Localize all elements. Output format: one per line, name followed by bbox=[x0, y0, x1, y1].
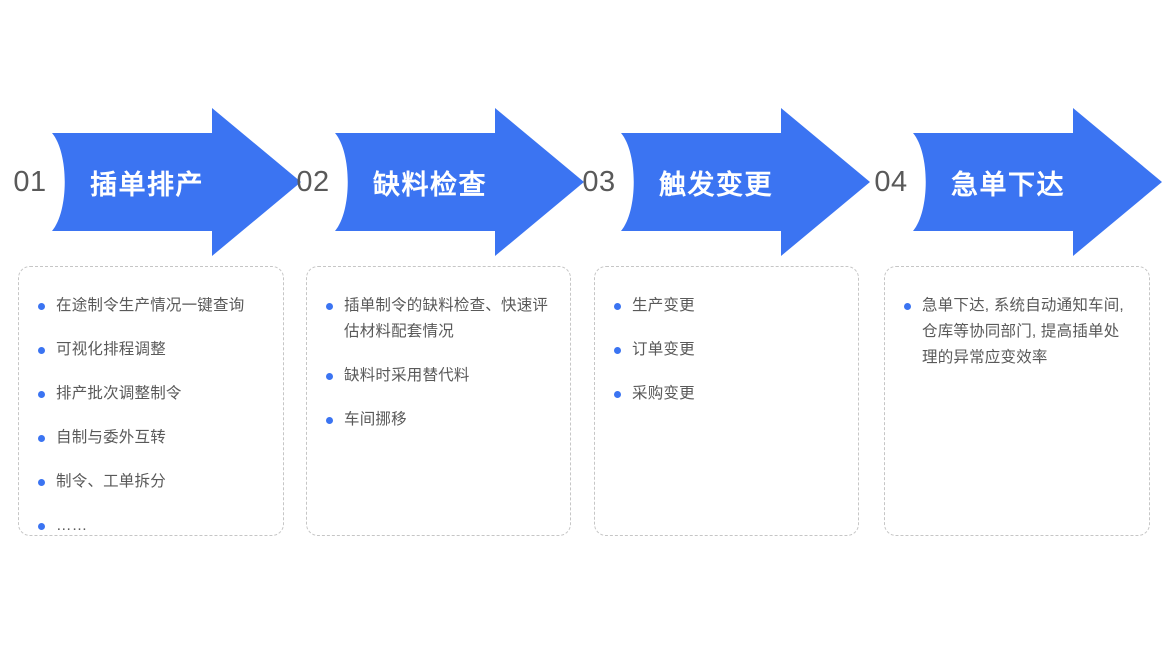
arrow-right-icon bbox=[335, 108, 584, 256]
detail-card-3: 生产变更 订单变更 采购变更 bbox=[594, 266, 859, 536]
bullet-dot-icon bbox=[38, 303, 45, 310]
bullet-dot-icon bbox=[904, 303, 911, 310]
arrow-right-icon bbox=[52, 108, 301, 256]
bullet-text: 自制与委外互转 bbox=[56, 429, 166, 446]
bullet-text: 缺料时采用替代料 bbox=[344, 367, 470, 384]
step-2[interactable]: 02 缺料检查 bbox=[291, 108, 584, 256]
step-arrow-1: 插单排产 bbox=[52, 108, 301, 256]
bullet-list-1: 在途制令生产情况一键查询 可视化排程调整 排产批次调整制令 自制与委外互转 制令… bbox=[35, 293, 267, 539]
list-item: 生产变更 bbox=[611, 293, 842, 319]
bullet-dot-icon bbox=[326, 303, 333, 310]
bullet-dot-icon bbox=[326, 417, 333, 424]
step-number-4: 04 bbox=[874, 165, 908, 198]
bullet-dot-icon bbox=[38, 479, 45, 486]
bullet-text: 在途制令生产情况一键查询 bbox=[56, 297, 245, 314]
bullet-dot-icon bbox=[614, 391, 621, 398]
bullet-dot-icon bbox=[326, 373, 333, 380]
bullet-dot-icon bbox=[614, 303, 621, 310]
list-item: …… bbox=[35, 513, 267, 539]
bullet-text: 车间挪移 bbox=[344, 411, 407, 428]
step-number-1: 01 bbox=[13, 165, 47, 198]
bullet-text: 制令、工单拆分 bbox=[56, 473, 166, 490]
bullet-dot-icon bbox=[38, 347, 45, 354]
bullet-list-2: 插单制令的缺料检查、快速评估材料配套情况 缺料时采用替代料 车间挪移 bbox=[323, 293, 554, 433]
cards-row: 在途制令生产情况一键查询 可视化排程调整 排产批次调整制令 自制与委外互转 制令… bbox=[0, 266, 1169, 538]
bullet-text: 生产变更 bbox=[632, 297, 695, 314]
list-item: 自制与委外互转 bbox=[35, 425, 267, 451]
bullet-text: …… bbox=[56, 517, 88, 534]
bullet-text: 急单下达, 系统自动通知车间, 仓库等协同部门, 提高插单处理的异常应变效率 bbox=[922, 297, 1124, 366]
detail-card-2: 插单制令的缺料检查、快速评估材料配套情况 缺料时采用替代料 车间挪移 bbox=[306, 266, 571, 536]
steps-row: 01 插单排产 02 缺料检查 03 bbox=[0, 108, 1169, 256]
bullet-text: 采购变更 bbox=[632, 385, 695, 402]
step-number-3: 03 bbox=[582, 165, 616, 198]
list-item: 订单变更 bbox=[611, 337, 842, 363]
bullet-dot-icon bbox=[614, 347, 621, 354]
arrow-right-icon bbox=[621, 108, 870, 256]
list-item: 排产批次调整制令 bbox=[35, 381, 267, 407]
bullet-text: 插单制令的缺料检查、快速评估材料配套情况 bbox=[344, 297, 549, 340]
step-4[interactable]: 04 急单下达 bbox=[869, 108, 1162, 256]
step-1[interactable]: 01 插单排产 bbox=[8, 108, 301, 256]
list-item: 在途制令生产情况一键查询 bbox=[35, 293, 267, 319]
step-3[interactable]: 03 触发变更 bbox=[577, 108, 870, 256]
bullet-text: 排产批次调整制令 bbox=[56, 385, 182, 402]
bullet-list-3: 生产变更 订单变更 采购变更 bbox=[611, 293, 842, 407]
step-arrow-3: 触发变更 bbox=[621, 108, 870, 256]
list-item: 插单制令的缺料检查、快速评估材料配套情况 bbox=[323, 293, 554, 345]
bullet-text: 可视化排程调整 bbox=[56, 341, 166, 358]
bullet-dot-icon bbox=[38, 435, 45, 442]
list-item: 可视化排程调整 bbox=[35, 337, 267, 363]
bullet-text: 订单变更 bbox=[632, 341, 695, 358]
bullet-dot-icon bbox=[38, 391, 45, 398]
step-number-2: 02 bbox=[296, 165, 330, 198]
list-item: 急单下达, 系统自动通知车间, 仓库等协同部门, 提高插单处理的异常应变效率 bbox=[901, 293, 1133, 371]
list-item: 缺料时采用替代料 bbox=[323, 363, 554, 389]
step-arrow-4: 急单下达 bbox=[913, 108, 1162, 256]
arrow-right-icon bbox=[913, 108, 1162, 256]
list-item: 车间挪移 bbox=[323, 407, 554, 433]
step-arrow-2: 缺料检查 bbox=[335, 108, 584, 256]
list-item: 采购变更 bbox=[611, 381, 842, 407]
bullet-dot-icon bbox=[38, 523, 45, 530]
detail-card-1: 在途制令生产情况一键查询 可视化排程调整 排产批次调整制令 自制与委外互转 制令… bbox=[18, 266, 284, 536]
detail-card-4: 急单下达, 系统自动通知车间, 仓库等协同部门, 提高插单处理的异常应变效率 bbox=[884, 266, 1150, 536]
bullet-list-4: 急单下达, 系统自动通知车间, 仓库等协同部门, 提高插单处理的异常应变效率 bbox=[901, 293, 1133, 371]
list-item: 制令、工单拆分 bbox=[35, 469, 267, 495]
